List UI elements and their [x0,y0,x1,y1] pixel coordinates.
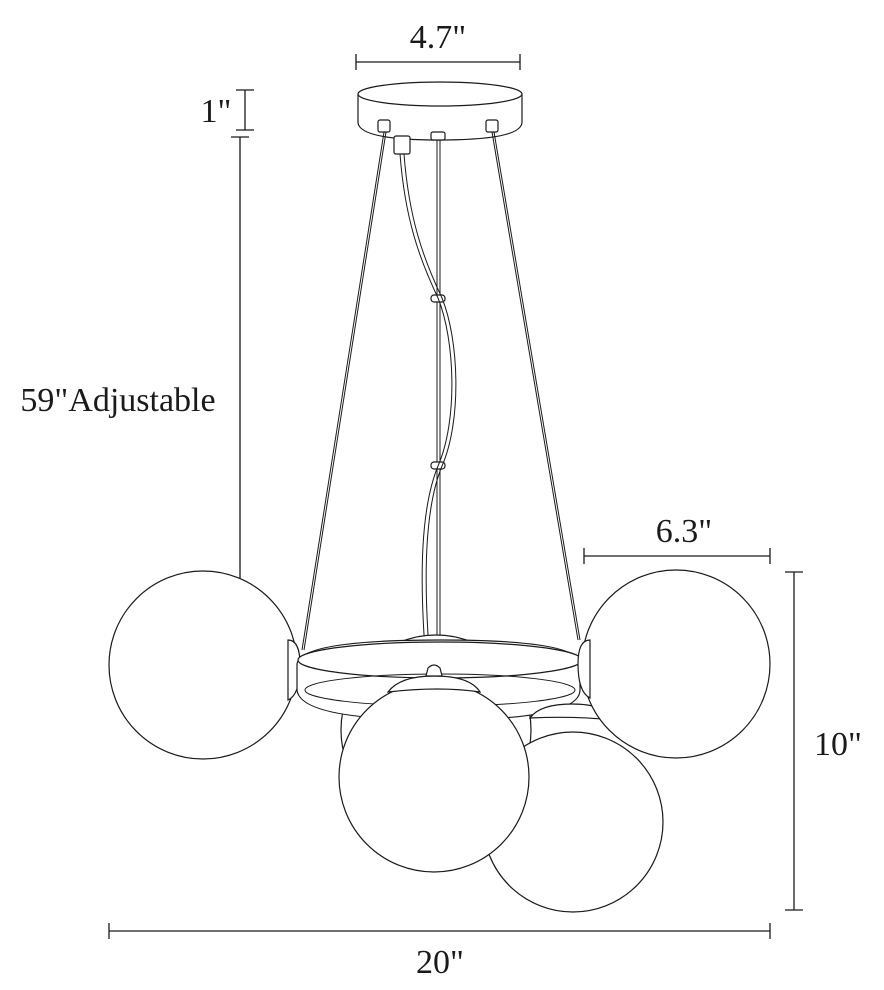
drop-length-label: 59"Adjustable [20,382,215,419]
right-globe [577,569,771,759]
drop-length-dimension: 59"Adjustable [20,136,249,663]
globe-diameter-label: 6.3" [656,513,712,550]
ceiling-canopy [357,81,523,155]
canopy-width-label: 4.7" [410,19,466,56]
left-globe [108,570,301,760]
fixture-height-label: 10" [814,726,862,763]
overall-width-label: 20" [416,944,464,981]
canopy-height-label: 1" [201,93,232,130]
globe-diameter-dimension: 6.3" [583,513,771,564]
canopy-width-dimension: 4.7" [355,19,521,70]
fixture-height-dimension: 10" [785,571,862,911]
overall-width-dimension: 20" [108,923,771,981]
front-globe [338,664,530,873]
canopy-height-dimension: 1" [201,89,254,131]
suspension-cables [301,131,581,651]
